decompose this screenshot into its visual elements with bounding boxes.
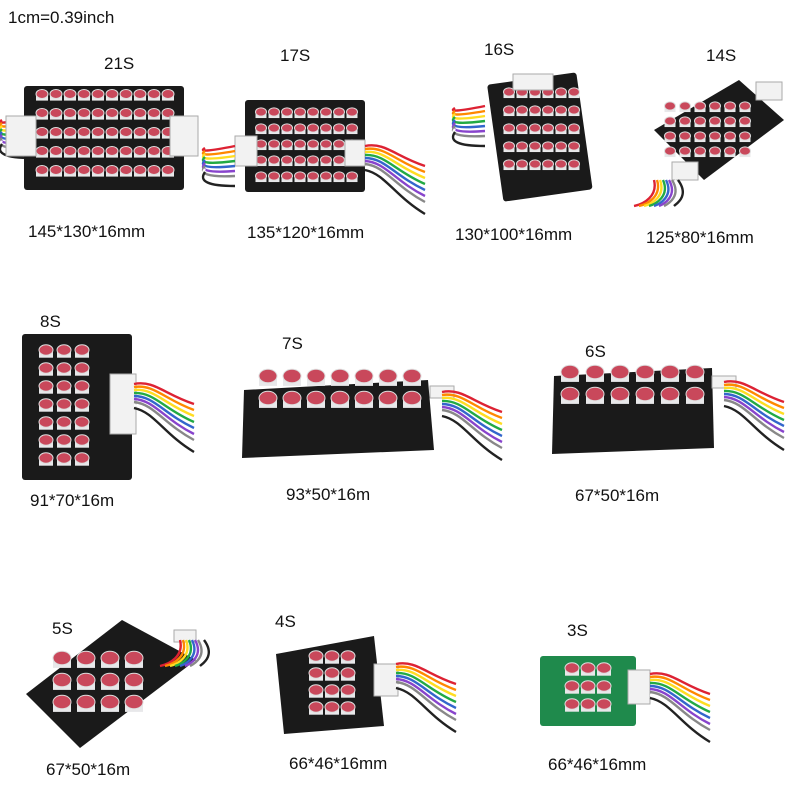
- dimensions-7s: 93*50*16m: [286, 485, 371, 504]
- board-image-4s: [276, 636, 457, 734]
- series-label-21s: 21S: [104, 54, 135, 73]
- series-label-7s: 7S: [282, 334, 303, 353]
- dimensions-14s: 125*80*16mm: [646, 228, 754, 247]
- dimensions-17s: 135*120*16mm: [247, 223, 365, 242]
- series-label-14s: 14S: [706, 46, 737, 65]
- dimensions-4s: 66*46*16mm: [289, 754, 388, 773]
- dimensions-3s: 66*46*16mm: [548, 755, 647, 774]
- board-image-6s: [552, 364, 785, 454]
- dimensions-5s: 67*50*16m: [46, 760, 131, 779]
- dimensions-21s: 145*130*16mm: [28, 222, 146, 241]
- series-label-4s: 4S: [275, 612, 296, 631]
- series-label-5s: 5S: [52, 619, 73, 638]
- series-label-16s: 16S: [484, 40, 515, 59]
- board-image-16s: [451, 72, 593, 202]
- series-label-3s: 3S: [567, 621, 588, 640]
- dimensions-8s: 91*70*16m: [30, 491, 115, 510]
- board-image-17s: [201, 100, 426, 216]
- series-label-8s: 8S: [40, 312, 61, 331]
- board-image-7s: [242, 368, 503, 462]
- board-image-21s: [0, 86, 199, 190]
- board-image-14s: [633, 80, 784, 208]
- series-label-17s: 17S: [280, 46, 311, 65]
- board-image-3s: [540, 656, 711, 744]
- dimensions-16s: 130*100*16mm: [455, 225, 573, 244]
- board-image-5s: [26, 620, 210, 748]
- scale-note: 1cm=0.39inch: [8, 8, 115, 27]
- dimensions-6s: 67*50*16m: [575, 486, 660, 505]
- board-image-8s: [22, 334, 195, 480]
- series-label-6s: 6S: [585, 342, 606, 361]
